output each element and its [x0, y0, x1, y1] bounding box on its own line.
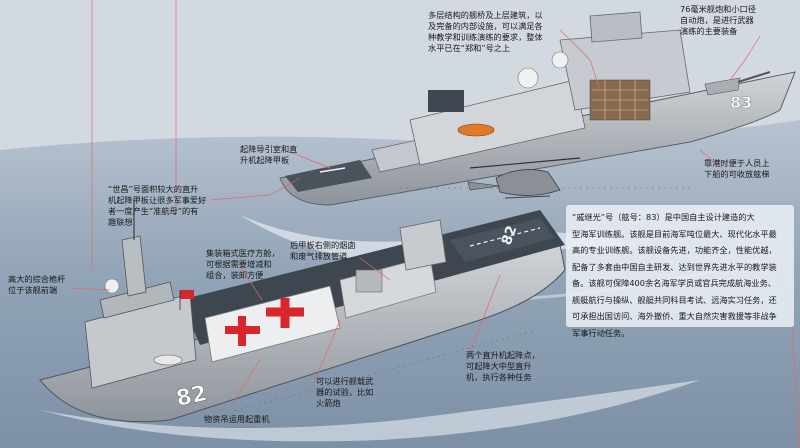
ship-83-mast: [589, 11, 643, 43]
ship-82-bridge-top: [99, 281, 175, 319]
leader-mast: [69, 287, 111, 291]
ship-82-heli-deck: [450, 218, 555, 262]
callout-weapon-test: 可以进行舰载武 器的试验，比如 火箭炮: [316, 376, 374, 408]
leader-two-heli: [469, 274, 501, 353]
leader-gun: [729, 35, 761, 81]
ship-83-gun-barrel: [737, 71, 771, 83]
ship-83-superstructure-mid: [409, 79, 586, 166]
helicopter-body: [495, 169, 561, 196]
leader-crane: [229, 359, 261, 409]
ship-82-deck-marking: [469, 227, 541, 247]
callout-mast: 高大的综合桅杆 位于该舰前端: [8, 274, 66, 295]
leader-tonnage: [209, 177, 301, 201]
ship-82-hull-number: 82: [174, 381, 209, 412]
leader-exhaust: [359, 257, 391, 281]
info-box-text: “戚继光”号（舷号：83）是中国自主设计建造的大 型海军训练舰。该舰是目前海军吨…: [572, 212, 777, 338]
callout-superstructure: 多层结构的舰桥及上层建筑，以 及完备的内部设施，可以满足各 种教学和训练演练的要…: [428, 10, 543, 53]
callout-gun: 76毫米舰炮和小口径 自动炮，是进行武器 演练的主要装备: [680, 4, 756, 36]
ship-83-gun: [704, 77, 741, 96]
ship-82-lifeboat: [153, 354, 183, 366]
ship-83-cutaway-grid: [592, 80, 648, 120]
ship-83-lifeboat: [457, 123, 495, 137]
ship-83: 83: [279, 11, 796, 206]
weapon-launcher: [355, 269, 383, 293]
callout-landing-guide: 起降导引室和直 升机起降甲板: [240, 144, 298, 165]
red-cross-1: [225, 316, 260, 346]
helicopter-tail: [467, 181, 501, 191]
ship-82: 82 82: [39, 200, 566, 423]
ship-82-portholes: [235, 330, 535, 412]
ship-82-flag: [180, 290, 194, 299]
ship-83-radome-2: [551, 51, 569, 69]
red-cross-2: [266, 298, 304, 328]
helicopter-rotor: [469, 157, 581, 169]
leader-landing-guide: [289, 151, 331, 169]
helicopter: [467, 157, 581, 199]
info-box-background: [566, 205, 794, 327]
callout-medical: 集装箱式医疗方舱， 可根据需要增减和 组合，装卸方便: [206, 248, 280, 280]
ship-83-radome-1: [517, 67, 539, 89]
leader-medical: [239, 265, 263, 301]
ship-83-funnel: [428, 90, 464, 112]
ship-83-deck-marking: [319, 167, 346, 173]
callout-crane: 物资吊运用起重机: [204, 414, 270, 424]
ship-83-heli-deck: [285, 160, 372, 192]
callout-tonnage: “世昌”号面积较大的直升 机起降甲板让很多军事爱好 者一度产生“准航母”的有 趣…: [108, 184, 207, 227]
ship-83-hull-number: 83: [730, 93, 752, 112]
ship-82-deck-blocks: [339, 255, 437, 319]
wake-ship-82: [40, 380, 700, 442]
ship-82-deck-number: 82: [499, 224, 521, 248]
callout-stern-exhaust: 后甲板右侧的烟囱 和废气排放管道: [290, 240, 356, 261]
callout-port-boat: 靠港时便于人员上 下船的可收放舷梯: [704, 158, 770, 179]
helicopter-skid: [504, 195, 551, 199]
ship-82-tower: [399, 219, 447, 271]
leader-weapon-test: [311, 319, 341, 389]
leader-superstructure: [559, 29, 601, 91]
ship-82-radome: [104, 278, 120, 294]
callout-two-heli: 两个直升机起降点， 可起降大中型直升 机，执行各种任务: [466, 350, 540, 382]
leader-port-boat: [699, 149, 723, 169]
